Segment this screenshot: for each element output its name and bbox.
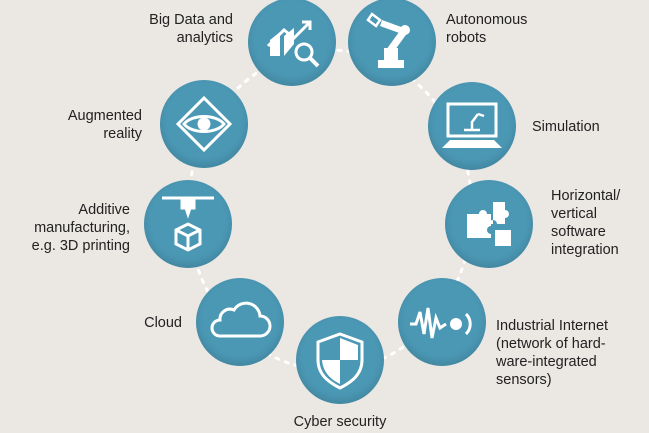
label-simulation: Simulation (532, 119, 600, 135)
ar-eye-icon (175, 95, 233, 153)
label-cloud: Cloud (144, 315, 182, 331)
puzzle-icon (467, 202, 511, 246)
label-additive-manufacturing: Additive manufacturing, e.g. 3D printing (31, 202, 130, 254)
node-industrial-internet (398, 278, 486, 366)
label-autonomous-robots: Autonomous robots (446, 12, 528, 46)
label-big-data: Big Data and analytics (149, 12, 233, 46)
sensor-signal-icon (410, 307, 472, 339)
analytics-chart-icon (266, 20, 320, 68)
label-integration: Horizontal/ vertical software integratio… (551, 188, 621, 258)
node-big-data (248, 0, 336, 86)
label-augmented-reality: Augmented reality (67, 108, 142, 142)
node-integration (445, 180, 533, 268)
label-industrial-internet: Industrial Internet (network of hard- wa… (496, 318, 609, 388)
label-cyber-security: Cyber security (293, 414, 387, 430)
shield-icon (316, 332, 364, 390)
node-autonomous-robots (348, 0, 436, 86)
node-augmented-reality (160, 80, 248, 168)
cloud-icon (210, 301, 272, 338)
node-additive-manufacturing (144, 180, 232, 268)
robot-arm-icon (366, 12, 410, 68)
3d-printer-icon (162, 196, 214, 252)
node-cyber-security (296, 316, 384, 404)
node-simulation (428, 82, 516, 170)
monitor-robot-icon (442, 102, 502, 148)
node-cloud (196, 278, 284, 366)
